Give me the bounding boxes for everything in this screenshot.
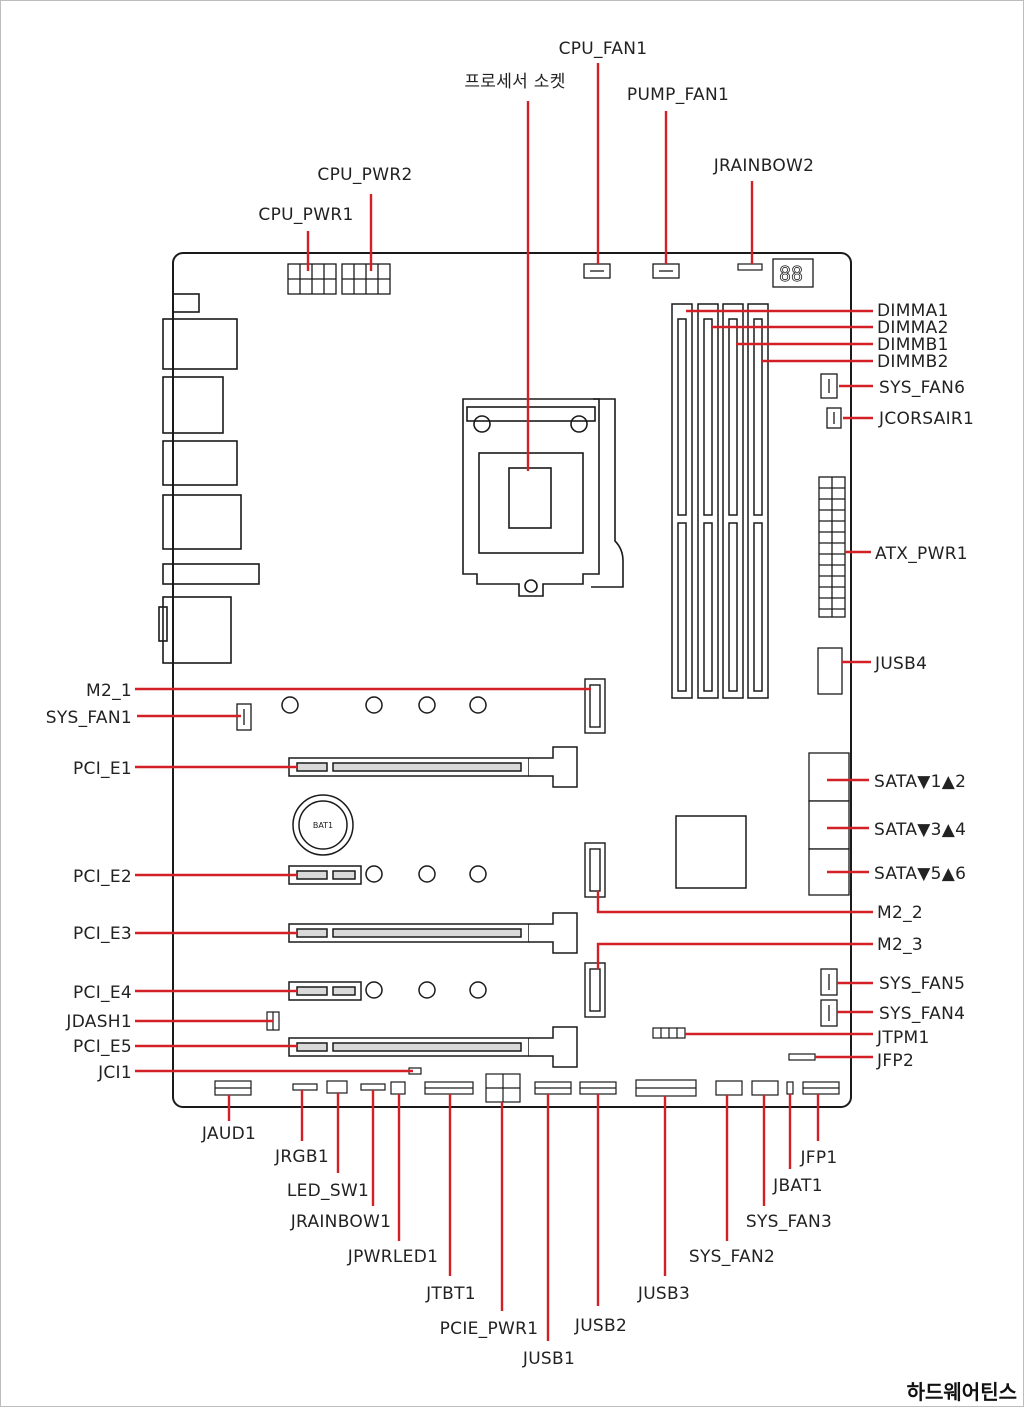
label-cpu-pwr2: CPU_PWR2 <box>317 165 412 185</box>
sys-fan6-header <box>820 373 838 399</box>
label-sys-fan5: SYS_FAN5 <box>879 974 965 994</box>
label-atx-pwr1: ATX_PWR1 <box>875 544 968 564</box>
battery-label: BAT1 <box>313 821 333 830</box>
label-sys-fan6: SYS_FAN6 <box>879 378 965 398</box>
jfp2-header <box>788 1053 816 1061</box>
label-jtbt1: JTBT1 <box>425 1284 476 1304</box>
label-sata12: SATA▼1▲2 <box>874 772 966 792</box>
label-jfp2: JFP2 <box>876 1051 914 1071</box>
label-m2-1: M2_1 <box>86 681 132 701</box>
jcorsair1-header <box>826 407 842 429</box>
label-m2-3: M2_3 <box>877 935 923 955</box>
pci-e5-slot <box>288 1026 578 1068</box>
label-sys-fan1: SYS_FAN1 <box>46 708 132 728</box>
pump-fan1-header <box>652 263 680 279</box>
cpu-fan1-header <box>583 263 611 279</box>
sys-fan4-header <box>820 999 838 1027</box>
label-pci-e1: PCI_E1 <box>73 759 132 779</box>
label-jrainbow1: JRAINBOW1 <box>290 1212 392 1232</box>
sata-ports <box>808 752 850 896</box>
m2-slots <box>584 678 606 1018</box>
sys-fan3-header <box>751 1080 779 1096</box>
label-jusb2: JUSB2 <box>574 1316 627 1336</box>
debug-led-digits: 88 <box>779 262 803 286</box>
jrainbow2-header <box>737 263 763 271</box>
label-pump-fan1: PUMP_FAN1 <box>627 85 729 105</box>
rear-io-panel <box>158 293 260 664</box>
debug-led-display <box>772 258 814 288</box>
watermark: 하드웨어틴스 <box>907 1380 1017 1404</box>
label-dimma1: DIMMA1 <box>877 301 949 321</box>
atx-pwr1-connector <box>818 476 846 618</box>
label-pci-e4: PCI_E4 <box>73 983 132 1003</box>
jpwrled1-header <box>390 1081 406 1095</box>
bottom-headers <box>214 1073 840 1103</box>
label-sys-fan3: SYS_FAN3 <box>746 1212 832 1232</box>
label-jusb3: JUSB3 <box>637 1284 690 1304</box>
pcie-slots <box>288 746 578 1068</box>
label-cpu-fan1: CPU_FAN1 <box>559 39 648 59</box>
label-sata56: SATA▼5▲6 <box>874 864 966 884</box>
cpu-pwr2-connector <box>341 263 391 295</box>
label-jdash1: JDASH1 <box>65 1012 132 1032</box>
pci-e1-slot <box>288 746 578 788</box>
label-jfp1: JFP1 <box>799 1148 837 1168</box>
label-cpu-pwr1: CPU_PWR1 <box>258 205 353 225</box>
pci-e2-slot <box>288 865 362 885</box>
label-sys-fan4: SYS_FAN4 <box>879 1004 965 1024</box>
sys-fan5-header <box>820 968 838 996</box>
led-sw1-switch <box>326 1080 348 1094</box>
label-dimma2: DIMMA2 <box>877 318 949 338</box>
jbat1-jumper <box>786 1081 794 1095</box>
chipset <box>675 815 747 889</box>
label-dimmb1: DIMMB1 <box>877 335 949 355</box>
label-jcorsair1: JCORSAIR1 <box>878 409 974 429</box>
cpu-socket <box>462 398 624 597</box>
label-sata34: SATA▼3▲4 <box>874 820 966 840</box>
leader-lines <box>135 63 873 1341</box>
label-jtpm1: JTPM1 <box>876 1028 930 1048</box>
jrgb1-header <box>292 1083 318 1091</box>
label-processor-socket: 프로세서 소켓 <box>464 72 565 92</box>
pci-e4-slot <box>288 981 362 1001</box>
jtpm1-header <box>652 1027 686 1039</box>
cpu-pwr1-connector <box>287 263 337 295</box>
jusb4-connector <box>817 647 843 695</box>
dimm-slots <box>671 303 769 699</box>
label-jrgb1: JRGB1 <box>274 1147 329 1167</box>
label-pci-e2: PCI_E2 <box>73 867 132 887</box>
label-m2-2: M2_2 <box>877 903 923 923</box>
label-pci-e5: PCI_E5 <box>73 1037 132 1057</box>
label-pci-e3: PCI_E3 <box>73 924 132 944</box>
jrainbow1-header <box>360 1083 386 1091</box>
pci-e3-slot <box>288 912 578 954</box>
label-jrainbow2: JRAINBOW2 <box>713 156 815 176</box>
label-jaud1: JAUD1 <box>201 1124 256 1144</box>
label-sys-fan2: SYS_FAN2 <box>689 1247 775 1267</box>
label-pcie-pwr1: PCIE_PWR1 <box>440 1319 539 1339</box>
label-jusb4: JUSB4 <box>874 654 927 674</box>
label-jbat1: JBAT1 <box>772 1176 823 1196</box>
label-jci1: JCI1 <box>97 1063 132 1083</box>
label-dimmb2: DIMMB2 <box>877 352 949 372</box>
cmos-battery <box>292 794 354 856</box>
sys-fan2-header <box>715 1080 743 1096</box>
label-led-sw1: LED_SW1 <box>287 1181 369 1201</box>
motherboard-pcb <box>172 252 852 1108</box>
label-jpwrled1: JPWRLED1 <box>347 1247 438 1267</box>
standoff-holes <box>281 696 487 999</box>
label-jusb1: JUSB1 <box>522 1349 575 1369</box>
